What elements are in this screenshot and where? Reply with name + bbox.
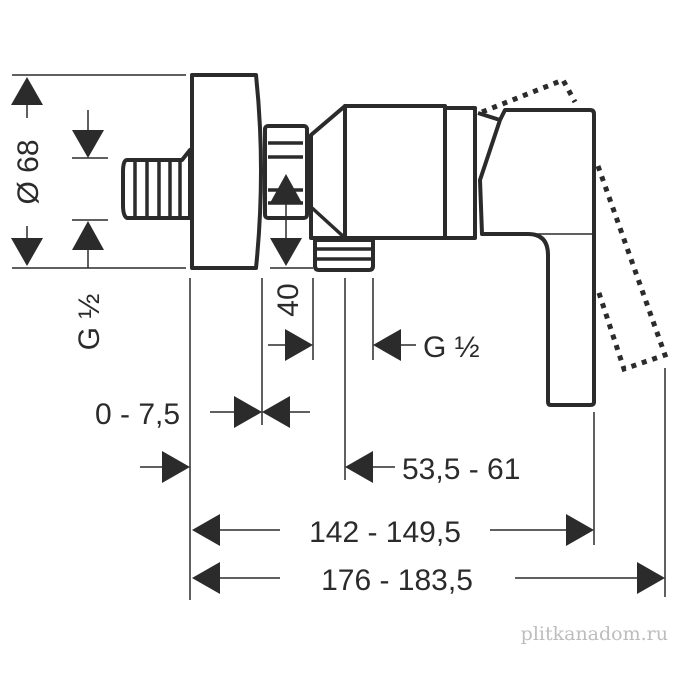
depth-label: 40 [272,283,305,316]
inlet-thread-label: G ½ [73,294,106,351]
arrow-right-icon [234,396,262,428]
lever-handle [477,108,596,407]
outlet-thread [313,238,375,272]
arrow-left-icon [192,514,220,546]
cone-edge [309,205,347,240]
valve-body [343,104,447,240]
diameter-label: Ø 68 [12,139,45,204]
outlet-distance-label: 53,5 - 61 [402,453,520,486]
arrow-right-icon [566,514,594,546]
arrow-down-icon [72,130,104,158]
inlet-thread-stub [121,148,192,220]
outlet-thread-lines [316,247,372,261]
handle-projection-label: 142 - 149,5 [309,516,461,549]
arrow-right-icon [637,562,665,594]
arrow-right-icon [162,451,190,483]
arrow-up-icon [270,174,302,203]
total-projection-label: 176 - 183,5 [321,564,473,597]
arrow-up-icon [72,221,104,250]
arrow-down-icon [270,238,302,266]
outlet-thread-label: G ½ [423,331,480,364]
wall-rosette [190,73,263,270]
arrow-left-icon [345,451,373,483]
arrow-left-icon [192,562,220,594]
wall-offset-label: 0 - 7,5 [95,398,180,431]
handle-rotated-dotted [481,76,669,373]
arrow-left-icon [262,396,290,428]
arrow-right-icon [285,329,313,361]
watermark: plitkanadom.ru [521,623,668,645]
inlet-thread-lines [133,162,182,216]
arrow-up-icon [11,77,43,105]
arrow-down-icon [11,238,43,266]
arrow-left-icon [373,329,401,361]
body-cone [309,104,347,240]
dimension-arrows [11,77,665,594]
body-ring [443,106,477,240]
